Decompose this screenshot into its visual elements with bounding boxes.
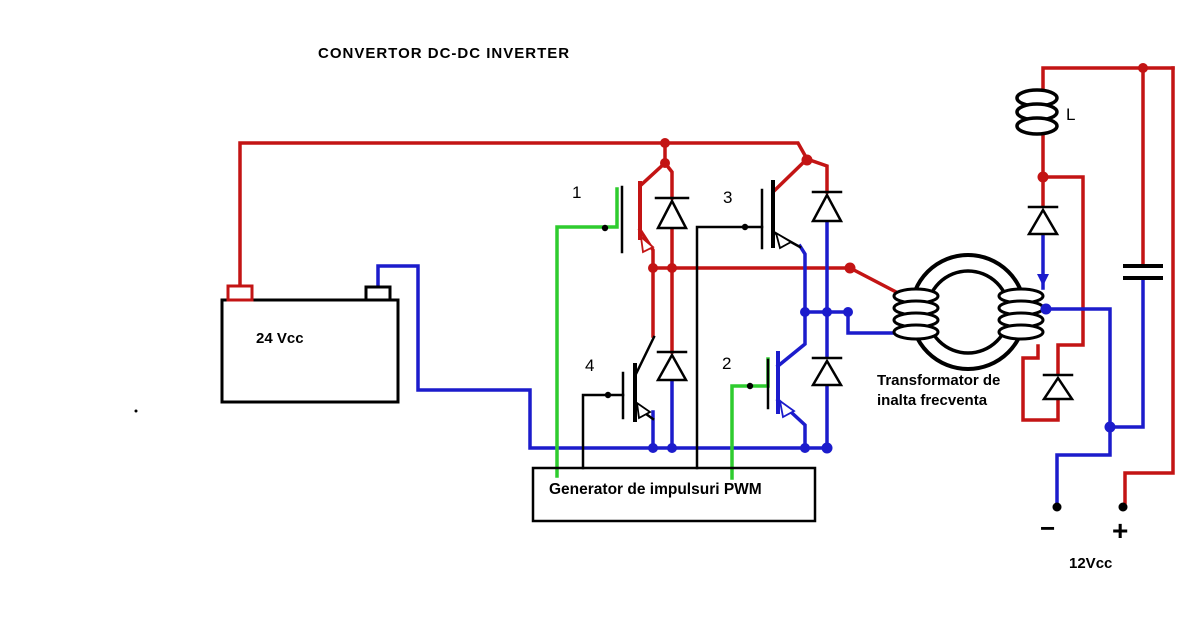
wire-diode6-bottom-loop: [1021, 344, 1060, 422]
diode2: [810, 356, 844, 387]
wire-gate-t1: [555, 187, 619, 478]
wire-to-minus-terminal: [1055, 425, 1112, 505]
green-wires: [555, 187, 770, 480]
diode1: [654, 196, 690, 230]
diode4-triangle: [655, 352, 689, 382]
transformer-core-inner: [925, 269, 1011, 355]
diagram-title: CONVERTOR DC-DC INVERTER: [318, 45, 570, 62]
battery-label: 24 Vcc: [256, 330, 304, 347]
diode6: [1041, 373, 1075, 401]
diode3: [810, 190, 844, 223]
wire-gate-t4-lead: [581, 393, 625, 470]
wire-gate-t3-lead: [695, 225, 764, 470]
t2-emitter-arrow: [778, 398, 796, 419]
transistor3-label: 3: [723, 188, 732, 207]
wire-t2-collector: [775, 310, 807, 369]
diode2-triangle: [810, 358, 844, 387]
output-terminal-dots: [1052, 502, 1128, 512]
red-junction-dots: [648, 63, 1148, 274]
transistor2-label: 2: [722, 354, 731, 373]
wire-center-tap: [1044, 307, 1112, 429]
transistor4-label: 4: [585, 356, 594, 375]
wire-battery-minus-bottom-bus: [376, 264, 830, 450]
red-wires: [238, 66, 1175, 505]
battery-terminal-negative: [364, 285, 392, 302]
capacitor: [1123, 264, 1163, 280]
inductor-coil: [1015, 88, 1059, 136]
transistor1-label: 1: [572, 183, 581, 202]
t4-emitter-arrow: [635, 401, 652, 420]
black-components: [220, 88, 1163, 523]
battery-body: [220, 298, 400, 404]
wire-node-to-diode6: [1041, 175, 1085, 375]
minus-terminal-dot: [1052, 502, 1062, 512]
inductor-label: L: [1066, 105, 1075, 124]
wire-t1-collector: [638, 160, 668, 188]
diode6-triangle: [1041, 375, 1075, 401]
stray-dot: [134, 409, 138, 413]
transformer-label-line2: inalta frecventa: [877, 392, 988, 409]
diode5-triangle: [1026, 207, 1060, 236]
pwm-generator-box: [531, 466, 817, 523]
wire-right-rail-to-plus: [1123, 66, 1175, 505]
output-voltage-label: 12Vcc: [1069, 555, 1112, 572]
diode3-triangle: [810, 192, 844, 223]
diode4: [655, 350, 689, 382]
t4-collector-diag: [633, 335, 656, 378]
blue-wires: [376, 219, 1145, 505]
wire-to-diode1: [662, 160, 674, 200]
pwm-generator-label: Generator de impulsuri PWM: [549, 481, 762, 498]
blue-junction-dots: [648, 303, 1116, 454]
t1-emitter-arrow: [639, 234, 655, 254]
output-minus-sign: −: [1040, 513, 1055, 543]
wire-nodeB-bus: [803, 310, 907, 335]
secondary-wire-arrow: [1037, 274, 1049, 286]
plus-terminal-dot: [1118, 502, 1128, 512]
diode5: [1026, 205, 1060, 236]
gate-junction-dots: [134, 223, 754, 413]
diode1-triangle: [655, 198, 689, 230]
wire-rectifier-node-up-L: [1041, 66, 1175, 182]
wire-gate-t2: [730, 357, 770, 480]
transformer-label-line1: Transformator de: [877, 372, 1000, 389]
wire-cap-bottom: [1108, 277, 1145, 429]
t3-emitter-arrow: [774, 231, 793, 250]
transformer-secondary-winding: [997, 287, 1045, 341]
wire-t3-collector: [772, 156, 810, 193]
wire-t3-emitter-drop: [797, 243, 807, 314]
output-plus-sign: +: [1112, 515, 1128, 546]
transformer-primary-winding: [892, 287, 940, 341]
wire-t1-emitter: [637, 227, 655, 270]
wire-battery-plus-top-bus: [238, 141, 810, 290]
battery-terminal-positive: [226, 284, 254, 302]
wire-to-diode3: [804, 156, 829, 194]
wire-nodeA-bus: [651, 266, 901, 296]
